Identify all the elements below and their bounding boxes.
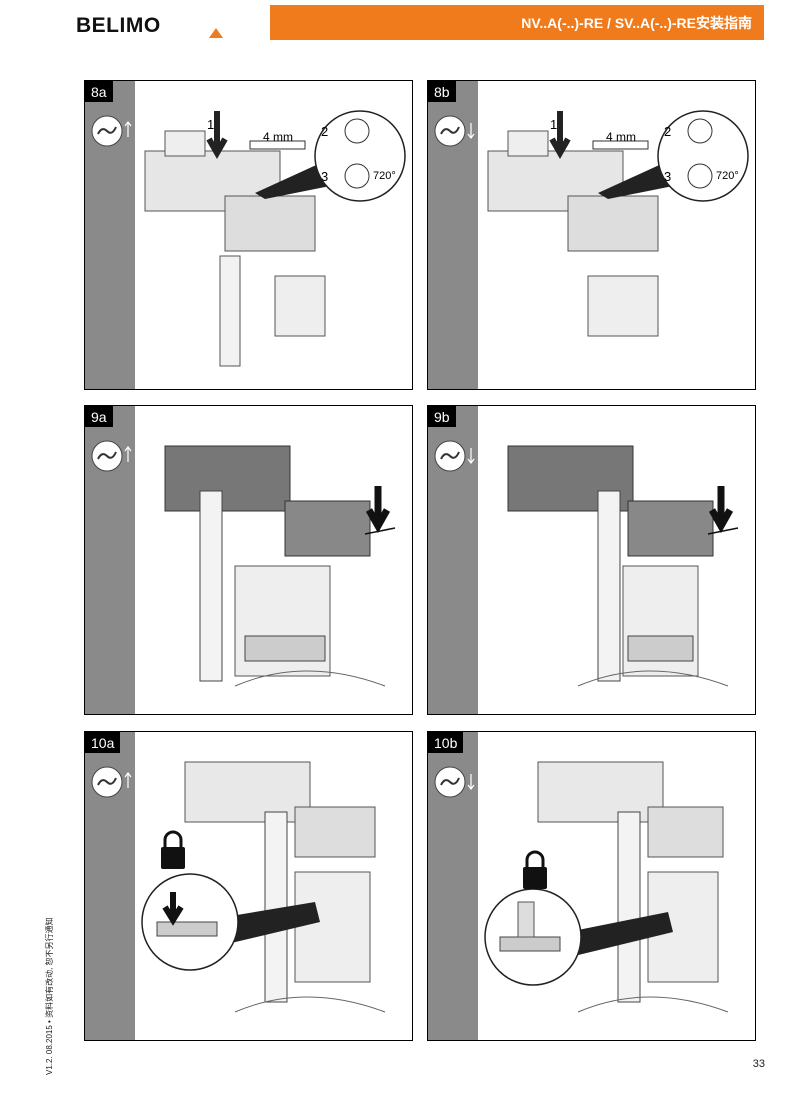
actuator-illustration-9a (164, 445, 396, 687)
rotation-down-icon (434, 115, 475, 147)
panel-10b: 10b (427, 731, 756, 1041)
document-title-bar: NV..A(-..)-RE / SV..A(-..)-RE安装指南 (270, 5, 764, 40)
page-number: 33 (752, 1058, 765, 1070)
panel-8b: 8b 1 4 mm 2 3 720° (427, 80, 756, 390)
panel-8a: 8a 1 4 mm 2 3 720° (84, 80, 413, 390)
rotation-down-icon (434, 440, 475, 472)
panel-label: 10b (428, 732, 464, 753)
step-2-label: 2 (321, 124, 328, 139)
actuator-illustration-8b: 1 4 mm 2 3 720° (487, 110, 749, 337)
lock-icon (161, 847, 185, 869)
rotation-up-icon (91, 440, 132, 472)
actuator-illustration-8a: 1 4 mm 2 3 720° (144, 110, 406, 367)
step-3-label: 3 (321, 169, 328, 184)
rotation-label: 720° (373, 170, 396, 182)
panel-label: 10a (85, 732, 121, 753)
rotation-label: 720° (716, 170, 739, 182)
panel-label: 9a (85, 406, 113, 427)
panel-label: 9b (428, 406, 456, 427)
panel-10a: 10a (84, 731, 413, 1041)
document-title: NV..A(-..)-RE / SV..A(-..)-RE安装指南 (521, 14, 752, 31)
panel-9b: 9b (427, 405, 756, 715)
rotation-up-icon (91, 115, 132, 147)
logo-mark-icon (209, 28, 223, 38)
rotation-down-icon (434, 766, 475, 798)
step-1-label: 1 (550, 117, 557, 132)
actuator-illustration-10b (484, 761, 729, 1013)
brand-name: BELIMO (76, 14, 161, 37)
brand-logo: BELIMO (76, 14, 223, 40)
actuator-illustration-10a (141, 761, 386, 1013)
tool-size-label: 4 mm (606, 130, 636, 144)
rotation-up-icon (91, 766, 132, 798)
lock-icon (523, 867, 547, 889)
step-1-label: 1 (207, 117, 214, 132)
panel-label: 8b (428, 81, 456, 102)
tool-size-label: 4 mm (263, 130, 293, 144)
actuator-illustration-9b (507, 445, 739, 687)
step-3-label: 3 (664, 169, 671, 184)
revision-note: V1.2. 08.2015 • 资料如有改动, 恕不另行通知 (45, 917, 54, 1075)
panel-label: 8a (85, 81, 113, 102)
step-2-label: 2 (664, 124, 671, 139)
panel-9a: 9a (84, 405, 413, 715)
